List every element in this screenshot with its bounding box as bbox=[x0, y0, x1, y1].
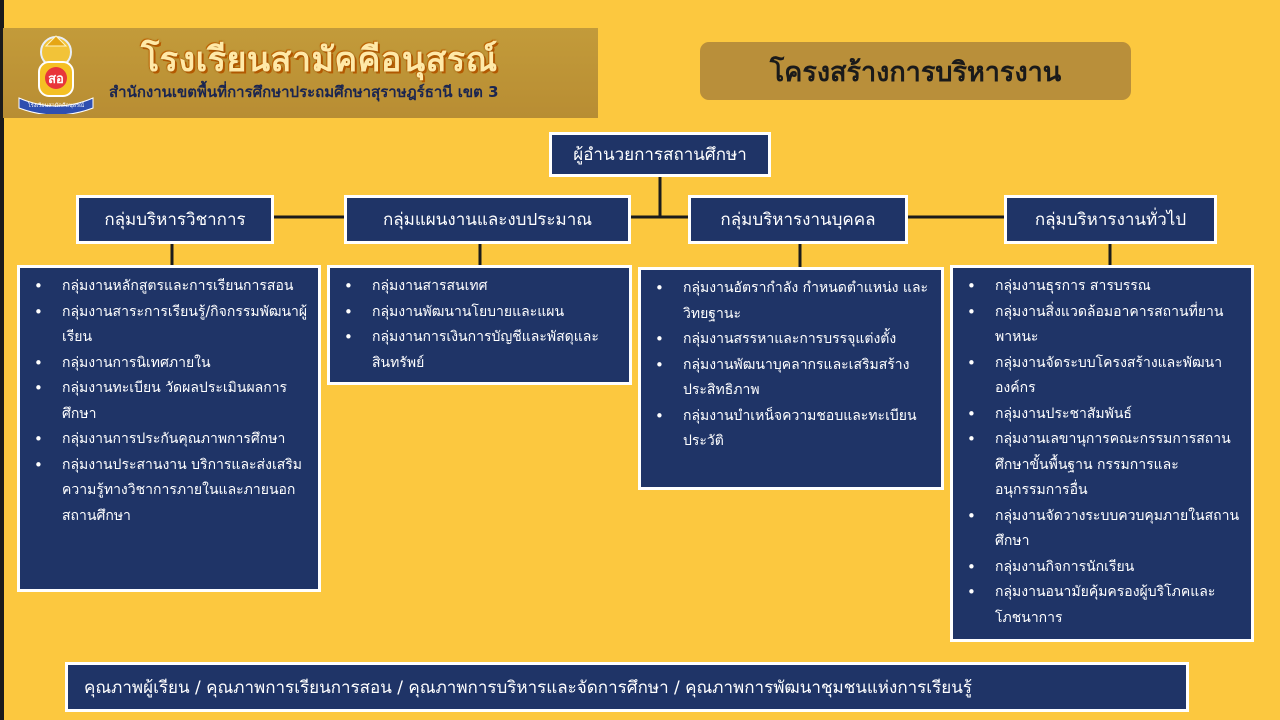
group-node-plan-budget: กลุ่มแผนงานและงบประมาณ bbox=[344, 195, 631, 244]
list-item: กลุ่มงานจัดระบบโครงสร้างและพัฒนาองค์กร bbox=[963, 351, 1241, 402]
list-item: กลุ่มงานการนิเทศภายใน bbox=[30, 351, 308, 377]
list-item: กลุ่มงานเลขานุการคณะกรรมการสถานศึกษาขั้น… bbox=[963, 427, 1241, 504]
list-item: กลุ่มงานสารสนเทศ bbox=[340, 274, 619, 300]
list-item: กลุ่มงานการประกันคุณภาพการศึกษา bbox=[30, 427, 308, 453]
list-item: กลุ่มงานกิจการนักเรียน bbox=[963, 555, 1241, 581]
list-item: กลุ่มงานสาระการเรียนรู้/กิจกรรมพัฒนาผู้เ… bbox=[30, 300, 308, 351]
quality-footer: คุณภาพผู้เรียน / คุณภาพการเรียนการสอน / … bbox=[65, 662, 1189, 712]
panel-general: กลุ่มงานธุรการ สารบรรณ กลุ่มงานสิ่งแวดล้… bbox=[950, 265, 1254, 642]
list-item: กลุ่มงานอนามัยคุ้มครองผู้บริโภคและโภชนาก… bbox=[963, 580, 1241, 631]
frame-edge bbox=[0, 0, 4, 720]
list-item: กลุ่มงานหลักสูตรและการเรียนการสอน bbox=[30, 274, 308, 300]
group-node-personnel: กลุ่มบริหารงานบุคคล bbox=[688, 195, 908, 244]
group-label-general: กลุ่มบริหารงานทั่วไป bbox=[1034, 210, 1187, 230]
list-item: กลุ่มงานพัฒนานโยบายและแผน bbox=[340, 300, 619, 326]
school-header: สอ โรงเรียนสามัคคีอนุสรณ์ โรงเรียนสามัคค… bbox=[3, 28, 598, 118]
group-node-academic: กลุ่มบริหารวิชาการ bbox=[76, 195, 274, 244]
list-item: กลุ่มงานจัดวางระบบควบคุมภายในสถานศึกษา bbox=[963, 504, 1241, 555]
list-item: กลุ่มงานประสานงาน บริการและส่งเสริมความร… bbox=[30, 453, 308, 530]
list-item: กลุ่มงานการเงินการบัญชีและพัสดุและสินทรั… bbox=[340, 325, 619, 376]
list-item: กลุ่มงานประชาสัมพันธ์ bbox=[963, 402, 1241, 428]
list-item: กลุ่มงานทะเบียน วัดผลประเมินผลการศึกษา bbox=[30, 376, 308, 427]
panel-personnel: กลุ่มงานอัตรากำลัง กำหนดตำแหน่ง และวิทยฐ… bbox=[638, 267, 944, 490]
quality-footer-text: คุณภาพผู้เรียน / คุณภาพการเรียนการสอน / … bbox=[84, 677, 972, 698]
area-office-name: สำนักงานเขตพื้นที่การศึกษาประถมศึกษาสุรา… bbox=[109, 83, 499, 101]
list-item: กลุ่มงานบำเหน็จความชอบและทะเบียนประวัติ bbox=[651, 404, 931, 455]
school-name: โรงเรียนสามัคคีอนุสรณ์ bbox=[141, 40, 498, 80]
school-emblem-icon: สอ โรงเรียนสามัคคีอนุสรณ์ bbox=[18, 35, 94, 114]
group-node-general: กลุ่มบริหารงานทั่วไป bbox=[1004, 195, 1217, 244]
list-item: กลุ่มงานสรรหาและการบรรจุแต่งตั้ง bbox=[651, 327, 931, 353]
group-label-personnel: กลุ่มบริหารงานบุคคล bbox=[720, 210, 876, 230]
list-item: กลุ่มงานอัตรากำลัง กำหนดตำแหน่ง และวิทยฐ… bbox=[651, 276, 931, 327]
list-item: กลุ่มงานธุรการ สารบรรณ bbox=[963, 274, 1241, 300]
panel-academic: กลุ่มงานหลักสูตรและการเรียนการสอน กลุ่มง… bbox=[17, 265, 321, 592]
list-item: กลุ่มงานสิ่งแวดล้อมอาคารสถานที่ยานพาหนะ bbox=[963, 300, 1241, 351]
list-item: กลุ่มงานพัฒนาบุคลากรและเสริมสร้างประสิทธ… bbox=[651, 353, 931, 404]
emblem-ribbon-text: โรงเรียนสามัคคีอนุสรณ์ bbox=[28, 101, 84, 109]
group-label-plan-budget: กลุ่มแผนงานและงบประมาณ bbox=[382, 210, 593, 230]
panel-plan-budget: กลุ่มงานสารสนเทศ กลุ่มงานพัฒนานโยบายและแ… bbox=[327, 265, 632, 385]
emblem-text: สอ bbox=[48, 72, 64, 87]
director-label: ผู้อำนวยการสถานศึกษา bbox=[573, 145, 747, 165]
page-title: โครงสร้างการบริหารงาน bbox=[700, 42, 1131, 100]
director-node: ผู้อำนวยการสถานศึกษา bbox=[549, 132, 771, 177]
group-label-academic: กลุ่มบริหารวิชาการ bbox=[104, 210, 246, 230]
